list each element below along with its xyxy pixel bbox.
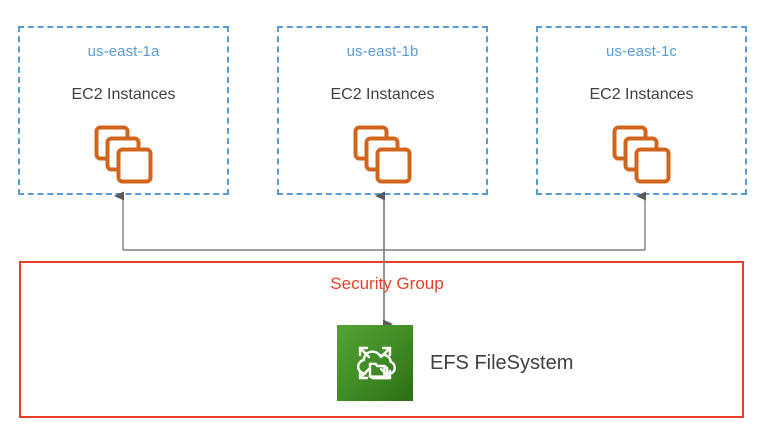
security-group-box[interactable] [19, 261, 744, 418]
efs-filesystem-icon [337, 325, 413, 401]
az-node-label: EC2 Instances [71, 86, 176, 103]
az-title: us-east-1c [605, 43, 678, 60]
az-title: us-east-1a [87, 43, 160, 60]
ec2-instances-icon [611, 124, 673, 186]
az-node-label: EC2 Instances [330, 86, 435, 103]
security-group-label: Security Group [330, 274, 444, 293]
availability-zone-us-east-1a[interactable]: us-east-1a EC2 Instances [18, 26, 229, 195]
ec2-instances-icon [352, 124, 414, 186]
availability-zone-us-east-1b[interactable]: us-east-1b EC2 Instances [277, 26, 488, 195]
ec2-instances-icon [93, 124, 155, 186]
az-node-label: EC2 Instances [589, 86, 694, 103]
availability-zone-us-east-1c[interactable]: us-east-1c EC2 Instances [536, 26, 747, 195]
az-title: us-east-1b [346, 43, 419, 60]
efs-filesystem-label: EFS FileSystem [430, 352, 574, 374]
